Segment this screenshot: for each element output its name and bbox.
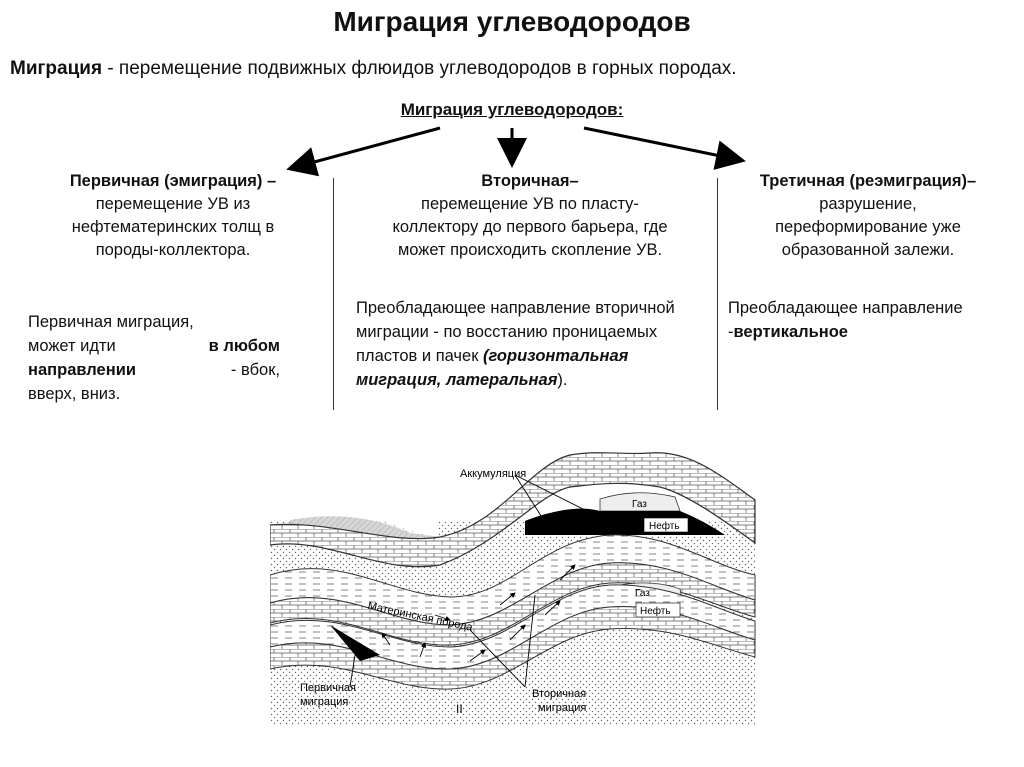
- column-secondary-line: перемещение УВ по пласту-: [421, 195, 639, 213]
- column-secondary: Вторичная– перемещение УВ по пласту- кол…: [350, 170, 710, 262]
- note-secondary-italic: (горизонтальная миграция, латеральная: [356, 347, 629, 389]
- label-gas-upper: Газ: [632, 499, 647, 510]
- label-accumulation: Аккумуляция: [460, 468, 526, 480]
- divider-right: [717, 178, 718, 410]
- column-primary-heading: Первичная (эмиграция) –: [69, 172, 277, 190]
- column-secondary-line: коллектору до первого барьера, где: [392, 218, 668, 236]
- column-primary-line: перемещение УВ из: [95, 195, 251, 213]
- arrow-left: [286, 126, 441, 177]
- note-secondary: Преобладающее направление вторичной мигр…: [356, 296, 708, 392]
- label-secondary-1: Вторичная: [532, 688, 586, 700]
- note-secondary-text: Преобладающее направление вторичной мигр…: [356, 299, 675, 365]
- branch-arrows: [286, 126, 746, 177]
- note-primary-bold: направлении: [28, 361, 136, 379]
- limestone-layer-lower: [270, 606, 756, 690]
- note-secondary-tail: ).: [557, 371, 568, 389]
- definition-term: Миграция: [10, 58, 103, 79]
- column-secondary-line: может происходить скопление УВ.: [397, 241, 663, 259]
- note-primary: Первичная миграция, может идти в любом н…: [28, 310, 280, 406]
- note-primary-word: - вбок,: [230, 361, 280, 379]
- label-oil-lower: Нефть: [640, 605, 671, 617]
- limestone-layer-middle: [270, 562, 756, 646]
- column-tertiary-line: разрушение,: [819, 195, 917, 213]
- geological-section-diagram: Аккумуляция Газ Нефть Газ Нефть Материнс…: [270, 451, 756, 725]
- limestone-layer-upper: [270, 452, 756, 568]
- leader-lines: [349, 474, 626, 688]
- arrow-right: [583, 126, 746, 170]
- column-tertiary-line: образованной залежи.: [781, 241, 955, 259]
- definition-text: - перемещение подвижных флюидов углеводо…: [102, 58, 737, 79]
- gas-cap-upper: [599, 492, 681, 512]
- page-title: Миграция углеводородов: [333, 6, 691, 37]
- note-primary-word: вверх, вниз.: [28, 385, 121, 403]
- column-primary-line: нефтематеринских толщ в: [71, 218, 275, 236]
- label-gas-lower: Газ: [635, 588, 650, 599]
- migration-arrows: [381, 564, 576, 662]
- column-secondary-heading: Вторичная–: [481, 172, 579, 190]
- source-rock-wedge: [330, 625, 380, 661]
- note-primary-bold: в любом: [208, 337, 280, 355]
- column-tertiary: Третичная (реэмиграция)– разрушение, пер…: [718, 170, 1018, 262]
- note-tertiary-text: Преобладающее направление -: [728, 299, 963, 341]
- label-secondary-2: миграция: [538, 702, 586, 714]
- column-tertiary-heading: Третичная (реэмиграция)–: [759, 172, 977, 190]
- note-tertiary: Преобладающее направление -вертикальное: [728, 296, 1018, 344]
- subtitle: Миграция углеводородов:: [400, 100, 624, 119]
- label-numeral: II: [456, 702, 463, 716]
- note-tertiary-bold: вертикальное: [733, 323, 848, 341]
- column-primary-line: породы-коллектора.: [95, 241, 251, 259]
- label-primary-1: Первичная: [300, 682, 356, 694]
- note-primary-word: Первичная миграция,: [28, 313, 194, 331]
- column-tertiary-line: переформирование уже: [775, 218, 961, 236]
- column-primary: Первичная (эмиграция) – перемещение УВ и…: [28, 170, 318, 262]
- surface-deposit: [290, 516, 440, 538]
- definition: Миграция - перемещение подвижных флюидов…: [10, 58, 737, 80]
- divider-left: [333, 178, 334, 410]
- note-primary-word: может идти: [28, 337, 116, 355]
- label-primary-2: миграция: [300, 696, 348, 708]
- label-oil-upper: Нефть: [649, 520, 680, 532]
